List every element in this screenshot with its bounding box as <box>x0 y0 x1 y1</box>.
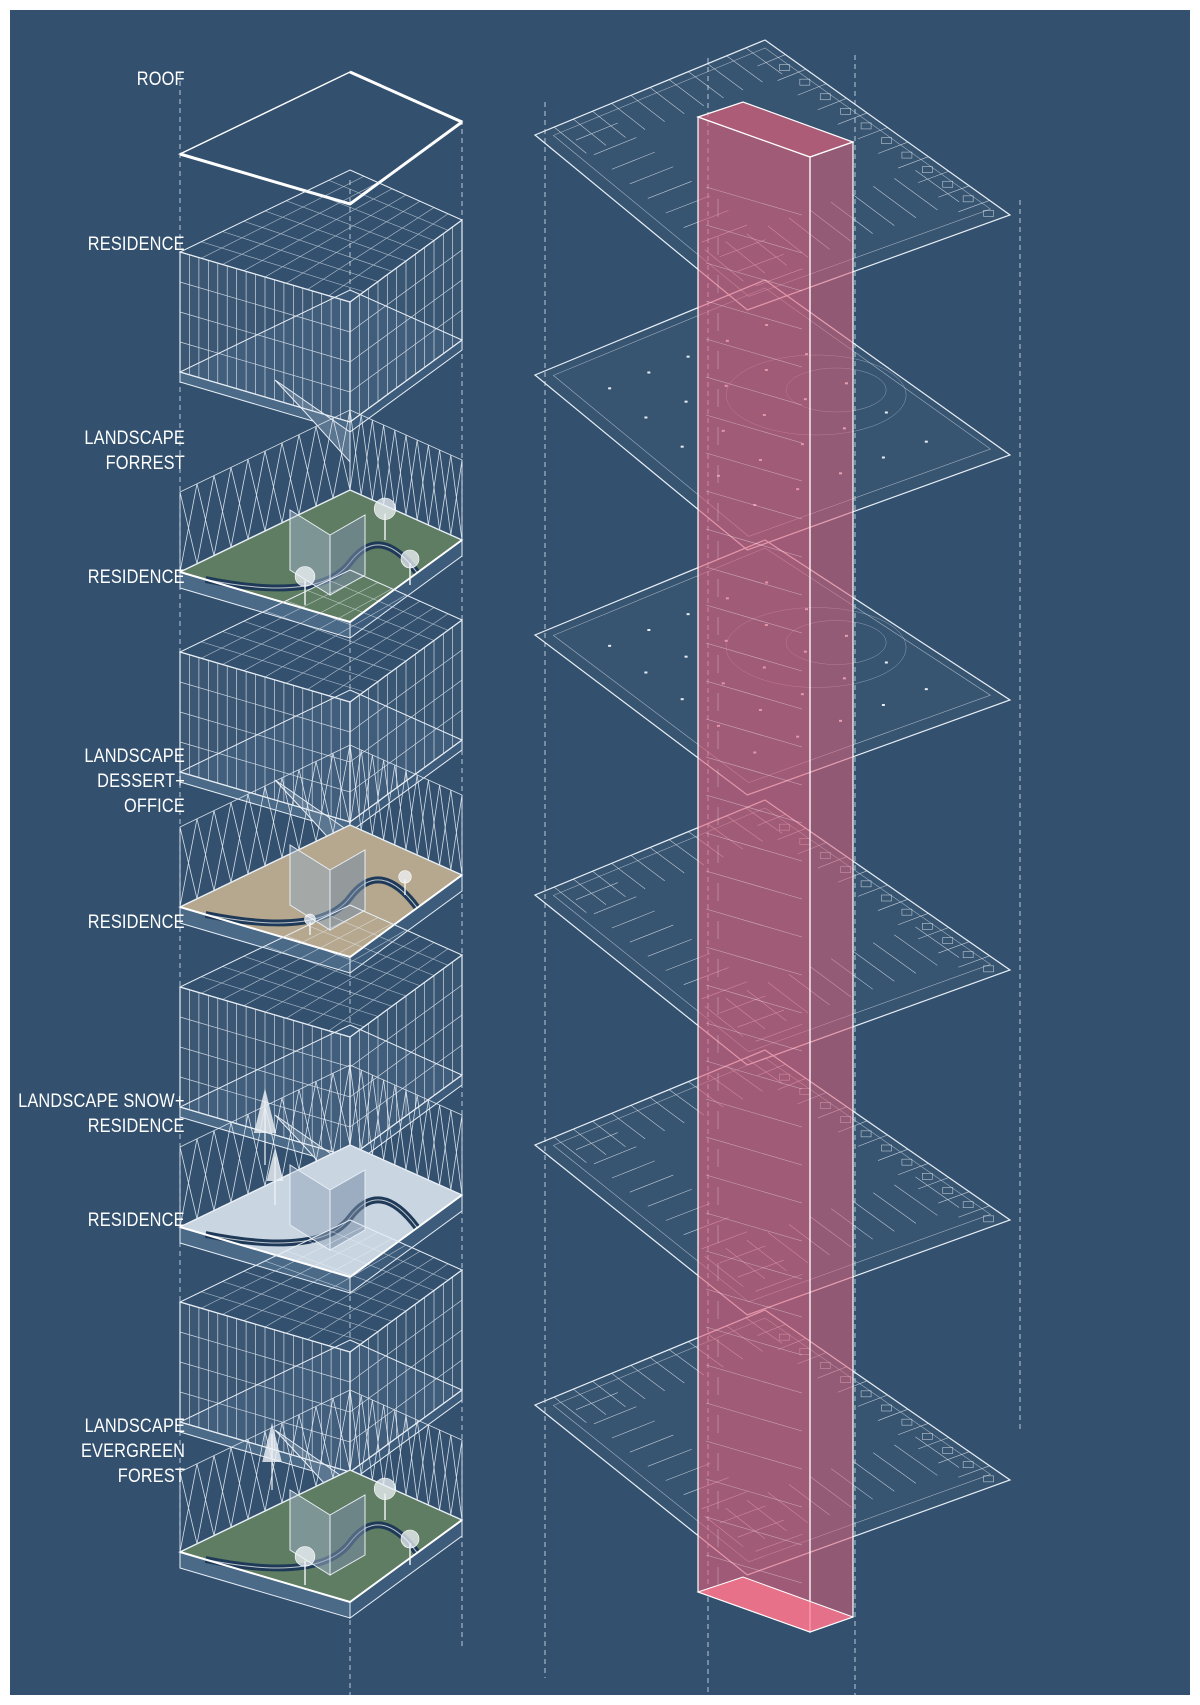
diagram-panel: ROOF RESIDENCE LANDSCAPE FORREST RESIDEN… <box>10 10 1190 1695</box>
pine-crown <box>262 1422 282 1462</box>
tree-crown <box>400 549 420 569</box>
label-residence-3-line-1: RESIDENCE <box>88 912 185 933</box>
lattice-enclosure <box>179 1064 463 1228</box>
label-residence-4: RESIDENCE <box>88 1208 185 1233</box>
tree-crown <box>294 1546 316 1567</box>
core-top <box>696 101 855 158</box>
label-residence-1-line-1: RESIDENCE <box>88 234 185 255</box>
label-landscape-dessert: LANDSCAPE DESSERT+ OFFICE <box>84 744 185 819</box>
layer-landscape-evergreen <box>178 1389 464 1619</box>
landscape-rim <box>179 539 463 624</box>
axonometric-drawing <box>178 39 1021 1695</box>
plan-lines <box>201 1225 449 1346</box>
core-face-front <box>697 116 811 1633</box>
label-residence-4-line-1: RESIDENCE <box>88 1210 185 1231</box>
layer-landscape-forrest <box>178 409 464 639</box>
label-landscape-forrest-line-2: FORREST <box>105 453 185 474</box>
label-residence-2: RESIDENCE <box>88 565 185 590</box>
trees <box>304 870 412 935</box>
landscape-rim <box>179 874 463 959</box>
landscape-rim <box>179 1194 463 1279</box>
block-top <box>178 904 463 1038</box>
block-top <box>178 569 463 703</box>
plan-lines <box>201 910 449 1031</box>
plan-lines <box>201 575 449 696</box>
label-roof: ROOF <box>137 67 185 92</box>
label-roof-line-1: ROOF <box>137 69 185 90</box>
layer-landscape-snow <box>178 1064 464 1294</box>
label-landscape-forrest-line-1: LANDSCAPE <box>84 428 185 449</box>
lattice-enclosure <box>179 409 463 573</box>
wall-grid <box>179 226 463 420</box>
layer-residence-2 <box>178 569 463 864</box>
label-landscape-dessert-line-3: OFFICE <box>124 796 185 817</box>
layer-roof <box>178 70 464 206</box>
plan-lines <box>201 175 449 296</box>
roof-edge-back <box>349 70 463 124</box>
pine-crown <box>253 1088 277 1133</box>
label-landscape-evergreen-line-3: FOREST <box>117 1466 185 1487</box>
block-top <box>178 1219 463 1353</box>
label-landscape-forrest: LANDSCAPE FORREST <box>84 426 185 476</box>
landscape-building-right <box>329 1494 366 1576</box>
label-landscape-dessert-line-2: DESSERT+ <box>97 771 185 792</box>
landscape-rim <box>179 1519 463 1604</box>
label-landscape-evergreen: LANDSCAPE EVERGREEN FOREST <box>81 1414 185 1489</box>
lattice-enclosure <box>179 744 463 908</box>
label-landscape-evergreen-line-2: EVERGREEN <box>80 1441 185 1462</box>
layer-residence-4 <box>178 1219 463 1514</box>
label-landscape-snow-line-2: RESIDENCE <box>88 1116 185 1137</box>
roof-edge <box>179 120 463 206</box>
right-axonometric <box>533 39 1012 1633</box>
label-residence-1: RESIDENCE <box>88 232 185 257</box>
core-plan-lines <box>705 186 803 1585</box>
label-residence-3: RESIDENCE <box>88 910 185 935</box>
label-landscape-snow: LANDSCAPE SNOW+ RESIDENCE <box>19 1089 185 1139</box>
label-residence-2-line-1: RESIDENCE <box>88 567 185 588</box>
label-landscape-dessert-line-1: LANDSCAPE <box>84 746 185 767</box>
pine-crown <box>266 1147 284 1181</box>
core-face-side <box>809 141 854 1633</box>
lattice-enclosure <box>179 1389 463 1553</box>
tree-crown <box>304 913 316 926</box>
circulation-core <box>696 101 855 1633</box>
label-landscape-snow-line-1: LANDSCAPE SNOW+ <box>18 1091 185 1112</box>
tree-crown <box>398 870 412 884</box>
layer-residence-1 <box>178 169 463 464</box>
label-landscape-evergreen-line-1: LANDSCAPE <box>84 1416 185 1437</box>
core-base <box>696 1576 855 1633</box>
block-top <box>178 169 463 303</box>
tree-crown <box>400 1529 420 1549</box>
layer-residence-3 <box>178 904 463 1199</box>
trees <box>262 1422 420 1585</box>
tree-crown <box>294 566 316 587</box>
